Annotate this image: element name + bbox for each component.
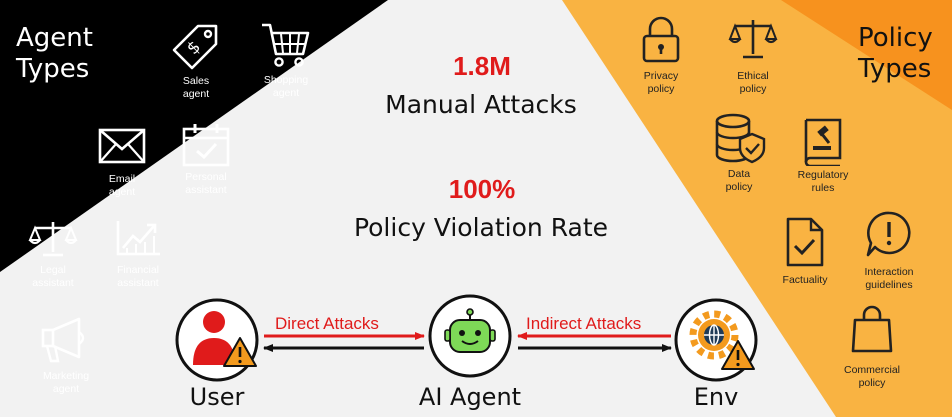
violation-rate-value: 100%: [448, 174, 516, 204]
warning-icon: [223, 337, 257, 367]
shopping-bag-icon: [851, 305, 893, 353]
ai-agent-label: AI Agent: [418, 383, 522, 411]
agent-types-title-line1: Agent: [16, 23, 93, 53]
attacks-label: Manual Attacks: [385, 90, 577, 119]
policy-types-header-band: [781, 0, 952, 110]
policy-types-title-line1: Policy: [858, 23, 933, 53]
law-book-icon: [804, 118, 842, 166]
agent-types-title: Agent Types: [16, 23, 93, 85]
env-node: [674, 298, 758, 382]
price-tag-icon: $: [172, 24, 218, 70]
document-check-icon: [786, 217, 824, 267]
agent-types-title-line2: Types: [16, 54, 90, 84]
attacks-count: 1.8M: [453, 51, 511, 81]
warning-icon: [721, 340, 755, 370]
violation-rate-label: Policy Violation Rate: [353, 213, 609, 242]
scales-icon: [28, 222, 78, 257]
env-label: Env: [693, 383, 739, 411]
robot-icon: [444, 308, 496, 353]
policy-types-panel: [562, 0, 952, 417]
indirect-attacks-label: Indirect Attacks: [526, 314, 642, 333]
direct-attacks-label: Direct Attacks: [275, 314, 379, 333]
policy-type-factuality: Factuality: [772, 216, 838, 287]
gear-globe-icon: [689, 310, 739, 360]
ai-agent-node: [428, 294, 512, 378]
agent-types-panel: [0, 0, 388, 272]
database-shield-icon: [715, 113, 766, 164]
padlock-icon: [642, 16, 680, 63]
chart-up-icon: [116, 221, 160, 256]
policy-types-title-line2: Types: [858, 54, 932, 84]
user-node: [175, 298, 259, 382]
person-icon: [193, 311, 235, 365]
speech-alert-icon: [866, 211, 911, 257]
calendar-check-icon: [182, 124, 230, 167]
envelope-icon: [98, 128, 146, 164]
shopping-cart-icon: [262, 23, 310, 67]
policy-types-title: Policy Types: [858, 23, 933, 85]
scales-icon: [728, 20, 778, 59]
megaphone-icon: [41, 317, 85, 363]
user-label: User: [189, 383, 245, 411]
